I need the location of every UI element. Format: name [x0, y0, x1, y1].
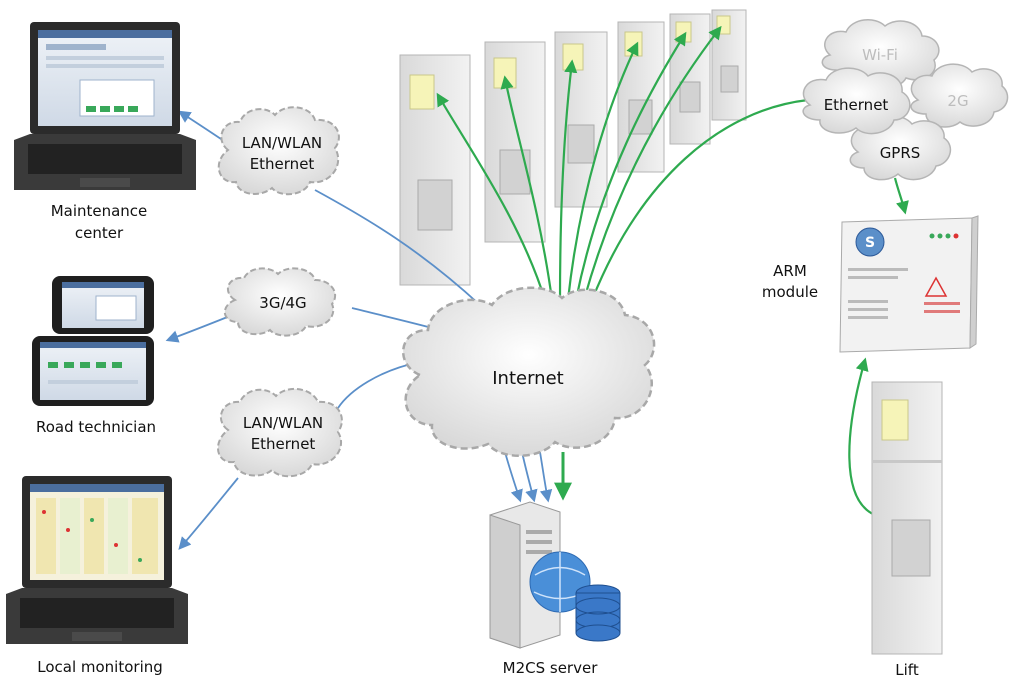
link-internet-lift-1 — [436, 92, 547, 301]
link-internet-server-1 — [504, 451, 523, 503]
cloud-ethernet: Ethernet — [802, 67, 911, 135]
link-internet-lift-4 — [566, 41, 639, 301]
link-lan-bottom-local — [178, 477, 239, 550]
link-internet-lift-5 — [574, 31, 687, 301]
cloud-lan-wlan-bottom: LAN/WLAN Ethernet — [217, 387, 343, 478]
lift-tower-5 — [669, 13, 711, 145]
arm-logo-glyph: S — [865, 235, 875, 251]
lift-tower-3 — [554, 31, 608, 208]
link-gprs-arm — [893, 177, 909, 215]
lift-tower-1 — [399, 54, 471, 286]
link-internet-server-3 — [539, 451, 553, 503]
monitoring-grid — [36, 498, 158, 574]
link-internet-lift-6 — [582, 25, 722, 301]
arm-module-label-line2: module — [762, 283, 818, 301]
road-technician-label: Road technician — [36, 418, 156, 436]
link-internet-cellular — [351, 307, 441, 331]
cloud-ethernet-label: Ethernet — [824, 96, 889, 114]
link-internet-lift-2 — [500, 75, 554, 301]
cloud-lan-wlan-bottom-line1: LAN/WLAN — [243, 414, 323, 432]
lift-row — [399, 9, 747, 286]
link-internet-server-2 — [521, 451, 538, 503]
warning-icon — [924, 276, 948, 297]
m2cs-server — [489, 501, 621, 649]
arm-module-label-line1: ARM — [773, 262, 807, 280]
cloud-lan-wlan-top: LAN/WLAN Ethernet — [217, 106, 340, 196]
cloud-lan-wlan-top-line1: LAN/WLAN — [242, 134, 322, 152]
link-internet-ethernet — [590, 98, 809, 301]
lift-label: Lift — [895, 661, 919, 679]
server-label: M2CS server — [503, 659, 599, 677]
cloud-2g: 2G — [910, 63, 1009, 128]
lift-tower-4 — [617, 21, 665, 173]
maintenance-center-label-line2: center — [75, 224, 124, 242]
cloud-cellular: 3G/4G — [223, 267, 337, 337]
local-monitoring-laptop — [6, 476, 188, 644]
cloud-2g-label: 2G — [947, 92, 968, 110]
smartphone — [52, 276, 154, 334]
road-technician-devices — [32, 276, 154, 406]
cloud-lan-wlan-top-line2: Ethernet — [250, 155, 315, 173]
cloud-cellular-label: 3G/4G — [259, 294, 306, 312]
maintenance-center-laptop — [14, 22, 196, 190]
cloud-wifi-label: Wi-Fi — [862, 46, 898, 64]
link-internet-lan-top — [314, 189, 481, 306]
arm-module-device: S — [839, 215, 979, 353]
local-monitoring-label: Local monitoring — [37, 658, 163, 676]
cloud-gprs-label: GPRS — [880, 144, 921, 162]
tablet — [32, 336, 154, 406]
lift-tower-main — [871, 381, 943, 655]
arm-logo-icon — [855, 227, 885, 257]
cloud-internet-label: Internet — [492, 368, 563, 389]
cloud-lan-wlan-bottom-line2: Ethernet — [251, 435, 316, 453]
maintenance-center-label-line1: Maintenance — [51, 202, 148, 220]
link-internet-lift-3 — [558, 59, 578, 301]
cloud-internet: Internet — [402, 286, 656, 457]
lift-tower-6 — [711, 9, 747, 121]
database-icon — [575, 584, 621, 642]
